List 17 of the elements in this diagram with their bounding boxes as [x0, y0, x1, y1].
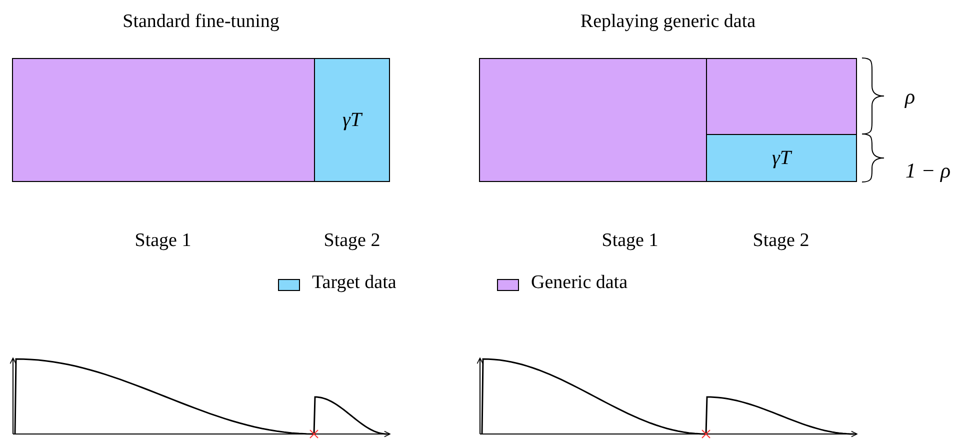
- color-block: [479, 58, 707, 182]
- panel-title: Standard fine-tuning: [122, 11, 280, 33]
- data-block: [706, 134, 857, 182]
- color-block: [706, 58, 857, 135]
- block-label: γT: [772, 146, 791, 170]
- legend-label: Generic data: [531, 272, 628, 294]
- data-block: [314, 58, 390, 182]
- panel-title: Replaying generic data: [580, 11, 756, 33]
- block-label: γT: [342, 108, 362, 132]
- stage-label: Stage 2: [752, 230, 810, 252]
- stage-label: Stage 1: [134, 230, 192, 252]
- legend-label: Target data: [312, 272, 396, 294]
- stage-label: Stage 1: [602, 230, 658, 252]
- color-block: [12, 58, 315, 182]
- stage-label: Stage 2: [324, 230, 380, 252]
- fraction-label: ρ: [904, 84, 916, 110]
- fraction-label: 1 − ρ: [905, 158, 951, 184]
